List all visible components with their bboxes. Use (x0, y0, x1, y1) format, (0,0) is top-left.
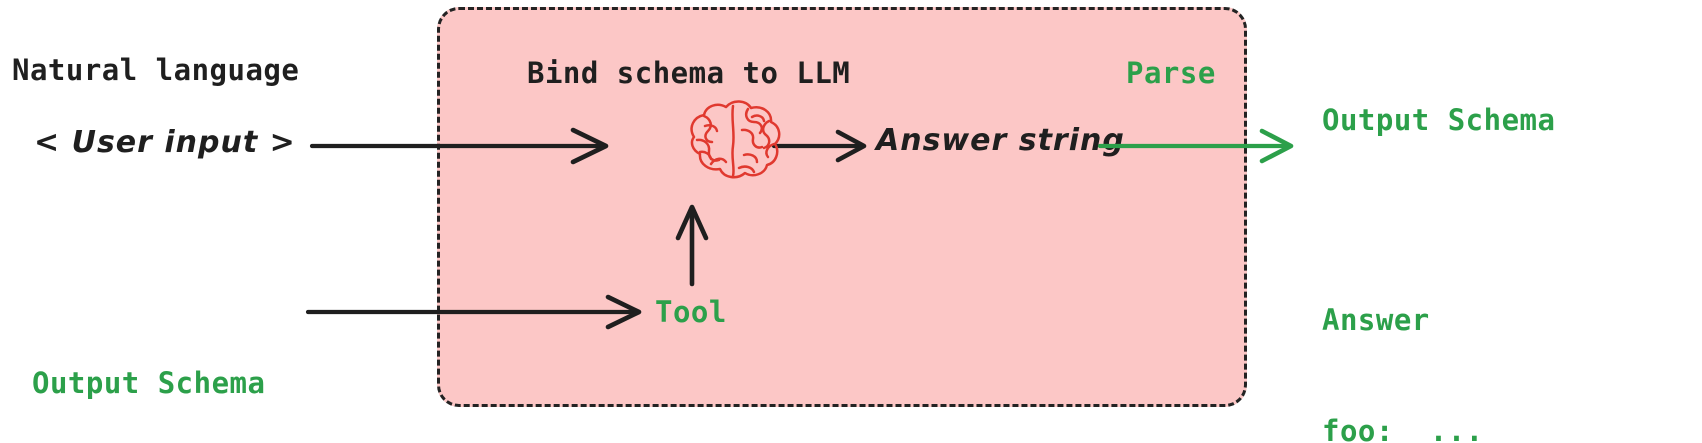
user-input-placeholder: < User input > (34, 125, 296, 160)
input-output-schema-block: Output Schema foo: ... bar: ... (32, 291, 265, 443)
output-schema-field-foo: foo: ... (1322, 414, 1484, 443)
output-schema-block: Output Schema Answer foo: ... bar: ... (1322, 28, 1555, 443)
input-schema-heading: Output Schema (32, 366, 266, 401)
answer-string-label: Answer string (876, 123, 1125, 158)
tool-label: Tool (655, 295, 727, 329)
llm-panel (437, 7, 1247, 407)
output-schema-heading: Output Schema (1322, 103, 1556, 138)
bind-schema-to-llm-label: Bind schema to LLM (527, 56, 851, 90)
parse-label: Parse (1126, 56, 1216, 90)
output-answer-label: Answer (1322, 302, 1430, 337)
output-schema-spacer (1322, 214, 1555, 228)
natural-language-heading: Natural language (12, 53, 300, 87)
